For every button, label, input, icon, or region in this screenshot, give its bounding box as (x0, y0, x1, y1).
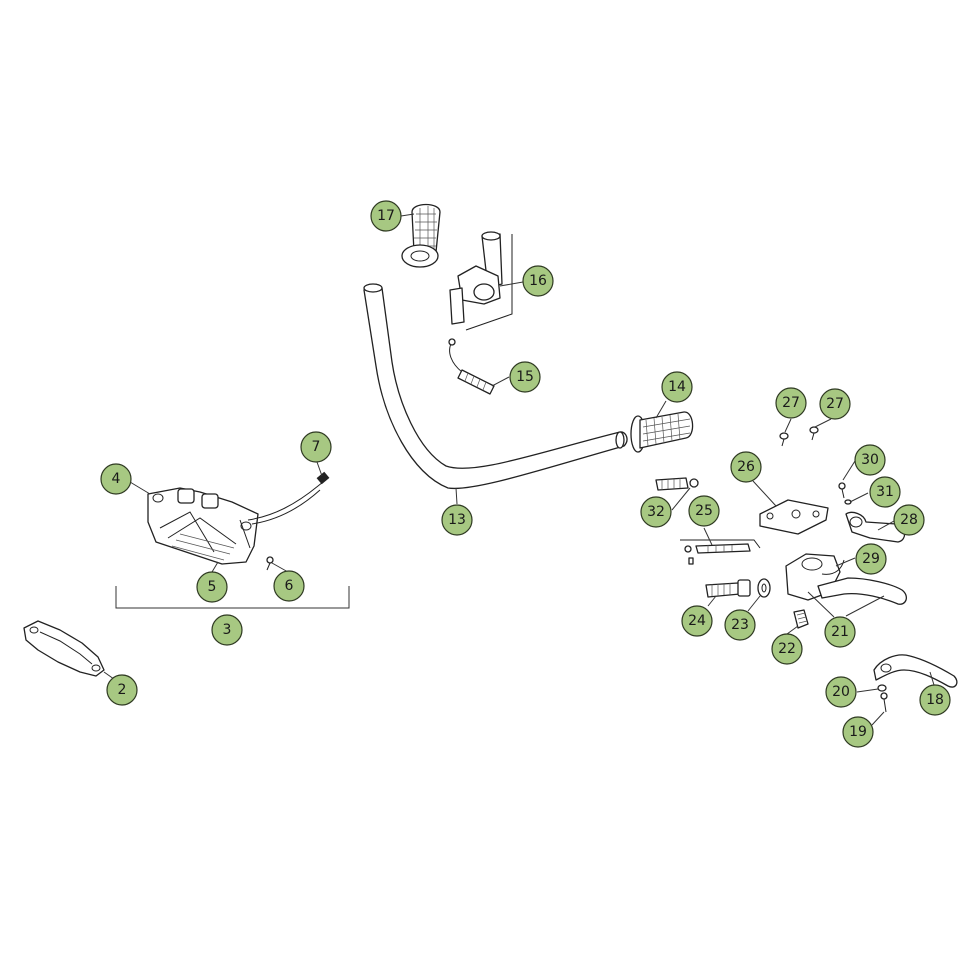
part-17-grip (401, 203, 441, 268)
svg-text:30: 30 (861, 452, 879, 468)
part-20-washer (877, 684, 887, 692)
callout-15: 15 (509, 361, 541, 393)
svg-text:4: 4 (112, 471, 121, 487)
callout-26: 26 (730, 451, 762, 483)
part-26-reservoir-cover (759, 499, 829, 535)
callout-24: 24 (681, 605, 713, 637)
part-22-nut (793, 609, 809, 629)
callout-7: 7 (300, 431, 332, 463)
callout-14: 14 (661, 371, 693, 403)
callout-22: 22 (771, 633, 803, 665)
svg-text:16: 16 (529, 273, 547, 289)
part-24-bolt (705, 579, 751, 598)
svg-text:32: 32 (647, 504, 665, 520)
callout-32: 32 (640, 496, 672, 528)
svg-text:21: 21 (831, 624, 849, 640)
part-6-screw (266, 556, 274, 571)
part-30-screw (838, 482, 846, 499)
svg-text:7: 7 (312, 439, 321, 455)
svg-text:23: 23 (731, 617, 749, 633)
part-16-throttle-tube (449, 231, 513, 331)
svg-text:15: 15 (516, 369, 534, 385)
callout-30: 30 (854, 444, 886, 476)
callout-19: 19 (842, 716, 874, 748)
part-15-throttle-cable (448, 338, 495, 395)
callout-31: 31 (869, 476, 901, 508)
part-14-grip (630, 411, 694, 453)
callout-20: 20 (825, 676, 857, 708)
callout-29: 29 (855, 543, 887, 575)
callout-2: 2 (106, 674, 138, 706)
callout-28: 28 (893, 504, 925, 536)
svg-text:27: 27 (782, 395, 800, 411)
svg-text:27: 27 (826, 396, 844, 412)
callout-3: 3 (211, 614, 243, 646)
callout-18: 18 (919, 684, 951, 716)
part-4-switch-housing (147, 471, 330, 565)
callout-21: 21 (824, 616, 856, 648)
part-23-washer (757, 578, 771, 598)
svg-text:20: 20 (832, 684, 850, 700)
callout-13: 13 (441, 504, 473, 536)
part-13-handlebar (363, 283, 628, 490)
callout-27b: 27 (819, 388, 851, 420)
svg-text:29: 29 (862, 551, 880, 567)
callout-25: 25 (688, 495, 720, 527)
part-21-brake-lever (817, 577, 908, 605)
callout-27a: 27 (775, 387, 807, 419)
svg-text:6: 6 (285, 578, 294, 594)
svg-text:13: 13 (448, 512, 466, 528)
part-32-adjuster-bolt (655, 477, 699, 491)
svg-text:2: 2 (118, 682, 127, 698)
callout-16: 16 (522, 265, 554, 297)
part-3-bracket (115, 586, 350, 609)
svg-text:25: 25 (695, 503, 713, 519)
part-27-screw-b (809, 426, 819, 441)
svg-text:24: 24 (688, 613, 706, 629)
leader-lines (103, 213, 935, 726)
svg-text:28: 28 (900, 512, 918, 528)
svg-text:31: 31 (876, 484, 894, 500)
callout-5: 5 (196, 571, 228, 603)
svg-text:19: 19 (849, 724, 867, 740)
svg-text:17: 17 (377, 208, 395, 224)
part-25-pin-group (680, 539, 761, 565)
svg-text:5: 5 (208, 579, 217, 595)
part-19-pivot-bolt (880, 692, 888, 713)
callout-17: 17 (370, 200, 402, 232)
svg-text:22: 22 (778, 641, 796, 657)
callout-6: 6 (273, 570, 305, 602)
svg-text:14: 14 (668, 379, 686, 395)
svg-text:3: 3 (223, 622, 232, 638)
part-27-screw-a (779, 432, 789, 447)
part-18-lever (873, 654, 958, 688)
callout-23: 23 (724, 609, 756, 641)
svg-text:18: 18 (926, 692, 944, 708)
svg-text:26: 26 (737, 459, 755, 475)
part-2-clamp-plate (23, 620, 105, 677)
callout-4: 4 (100, 463, 132, 495)
